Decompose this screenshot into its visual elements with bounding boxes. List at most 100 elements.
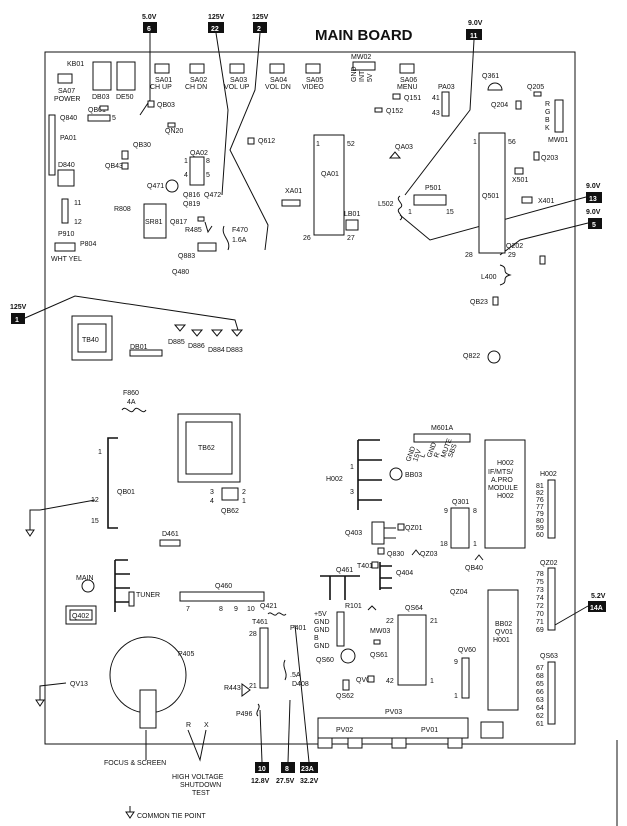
tp-14a-voltage: 5.2V — [591, 593, 606, 600]
test-point-6: 5.0V 6 — [139, 14, 157, 116]
schematic-shape — [229, 32, 269, 251]
tp-1-number: 1 — [15, 317, 19, 324]
schematic-shape — [547, 567, 556, 631]
schematic-shape — [221, 487, 239, 501]
button-name: VOL UP — [224, 84, 250, 91]
test-point-2: 125V 2 — [229, 14, 269, 251]
schematic-shape — [77, 323, 107, 353]
button-id: SA04 — [270, 77, 287, 84]
component-label: 15 — [91, 518, 99, 525]
schematic-shape — [377, 547, 385, 555]
component-label: 11 — [74, 200, 81, 207]
component-label: Q480 — [172, 269, 189, 276]
component-label: Q203 — [541, 155, 558, 162]
component-label: QS61 — [370, 652, 388, 659]
component-label: TEST — [192, 790, 211, 797]
component-label: SHUTDOWN — [180, 782, 221, 789]
component-label: QZ02 — [540, 560, 558, 567]
schematic-shape — [342, 679, 350, 691]
component-label: LB01 — [344, 211, 360, 218]
component-label: 60 — [536, 532, 544, 539]
component-label: QS62 — [336, 693, 354, 700]
button-id: SA02 — [190, 77, 207, 84]
component-label: D408 — [292, 681, 309, 688]
component-label: 5V — [367, 73, 374, 82]
component-label: 12 — [74, 219, 82, 226]
component-label: TB40 — [82, 337, 99, 344]
component-label: PA03 — [438, 84, 455, 91]
upper-left-area: KB01 DB03 DE50 QB01 Q840 5 PA01 QB03 QN2… — [48, 61, 248, 276]
component-label: 22 — [386, 618, 394, 625]
schematic-shape — [247, 137, 255, 145]
component-label: 15V — [412, 448, 423, 462]
component-label: 41 — [432, 95, 440, 102]
component-label: PA01 — [60, 135, 77, 142]
schematic-shape — [478, 132, 506, 254]
schematic-shape — [588, 601, 606, 612]
schematic-shape — [397, 614, 427, 686]
lower-center-area: Q461 T401 Q404 R101 +5V GND GND B GND MW… — [314, 561, 504, 749]
schematic-shape — [57, 73, 73, 84]
diagram-title: MAIN BOARD — [315, 27, 413, 44]
upper-right-area: Q501 1 56 28 29 X501 X401 Q361 Q205 Q204… — [465, 73, 568, 306]
component-label: P496 — [236, 711, 252, 718]
component-label: Q204 — [491, 102, 508, 109]
schematic-shape — [143, 22, 157, 33]
component-label: 21 — [430, 618, 438, 625]
schematic-shape — [305, 63, 321, 74]
schematic-shape — [39, 499, 96, 511]
component-label: QV01 — [495, 629, 513, 636]
component-label: QB03 — [157, 102, 175, 109]
component-label: GND — [314, 643, 330, 650]
component-label: H002 — [326, 476, 343, 483]
component-label: R — [545, 101, 550, 108]
schematic-shape — [269, 63, 285, 74]
component-label: 3 — [210, 489, 214, 496]
component-label: 1 — [184, 158, 188, 165]
component-label: QV13 — [70, 681, 88, 688]
button-name: POWER — [54, 96, 80, 103]
schematic-shape — [283, 659, 287, 681]
tp-11-voltage: 9.0V — [468, 20, 483, 27]
schematic-shape — [139, 33, 151, 116]
schematic-shape — [39, 682, 67, 700]
component-label: Q816 — [183, 192, 200, 199]
schematic-shape — [397, 195, 403, 221]
bb02-pins: 78 75 73 74 72 70 71 69 — [536, 571, 544, 634]
focus-note: FOCUS & SCREEN — [104, 760, 166, 767]
schematic-shape — [11, 313, 25, 324]
component-label: Q421 — [260, 603, 277, 610]
component-label: Q822 — [463, 353, 480, 360]
component-label: QZ03 — [420, 551, 438, 558]
upper-middle-area: Q612 XA01 QA01 1 52 26 27 LB01 MW02 GND … — [247, 54, 455, 242]
component-label: P405 — [178, 651, 194, 658]
component-label: 28 — [465, 252, 473, 259]
component-label: QS64 — [405, 605, 423, 612]
test-point-10: 10 12.8V — [251, 709, 270, 785]
component-label: H001 — [493, 637, 510, 644]
schematic-shape — [533, 151, 540, 161]
component-label: 76 — [536, 497, 544, 504]
component-label: 8 — [473, 508, 477, 515]
schematic-shape — [187, 729, 207, 762]
component-label: Q460 — [215, 583, 232, 590]
schematic-shape — [61, 198, 69, 224]
component-label: 52 — [347, 141, 355, 148]
component-label: Q461 — [336, 567, 353, 574]
schematic-shape — [128, 591, 135, 607]
tp-23a-number: 23A — [301, 766, 314, 773]
component-label: QZ01 — [405, 525, 423, 532]
button-name: MENU — [397, 84, 418, 91]
middle-left-area: TB40 DB01 D885 D886 D884 D883 Q822 F860 … — [71, 315, 501, 413]
schematic-shape — [167, 122, 176, 128]
component-label: 1 — [350, 464, 354, 471]
center-left-area: TB62 1 12 15 QB01 3 2 4 1 QB62 D461 — [25, 413, 246, 547]
schematic-shape — [374, 107, 383, 113]
component-label: QS60 — [316, 657, 334, 664]
component-label: P804 — [80, 241, 96, 248]
component-label: 8 — [219, 606, 223, 613]
schematic-shape — [116, 61, 136, 91]
schematic-shape — [379, 562, 392, 590]
tp-1-voltage: 125V — [10, 304, 27, 311]
schematic-shape — [259, 627, 269, 689]
